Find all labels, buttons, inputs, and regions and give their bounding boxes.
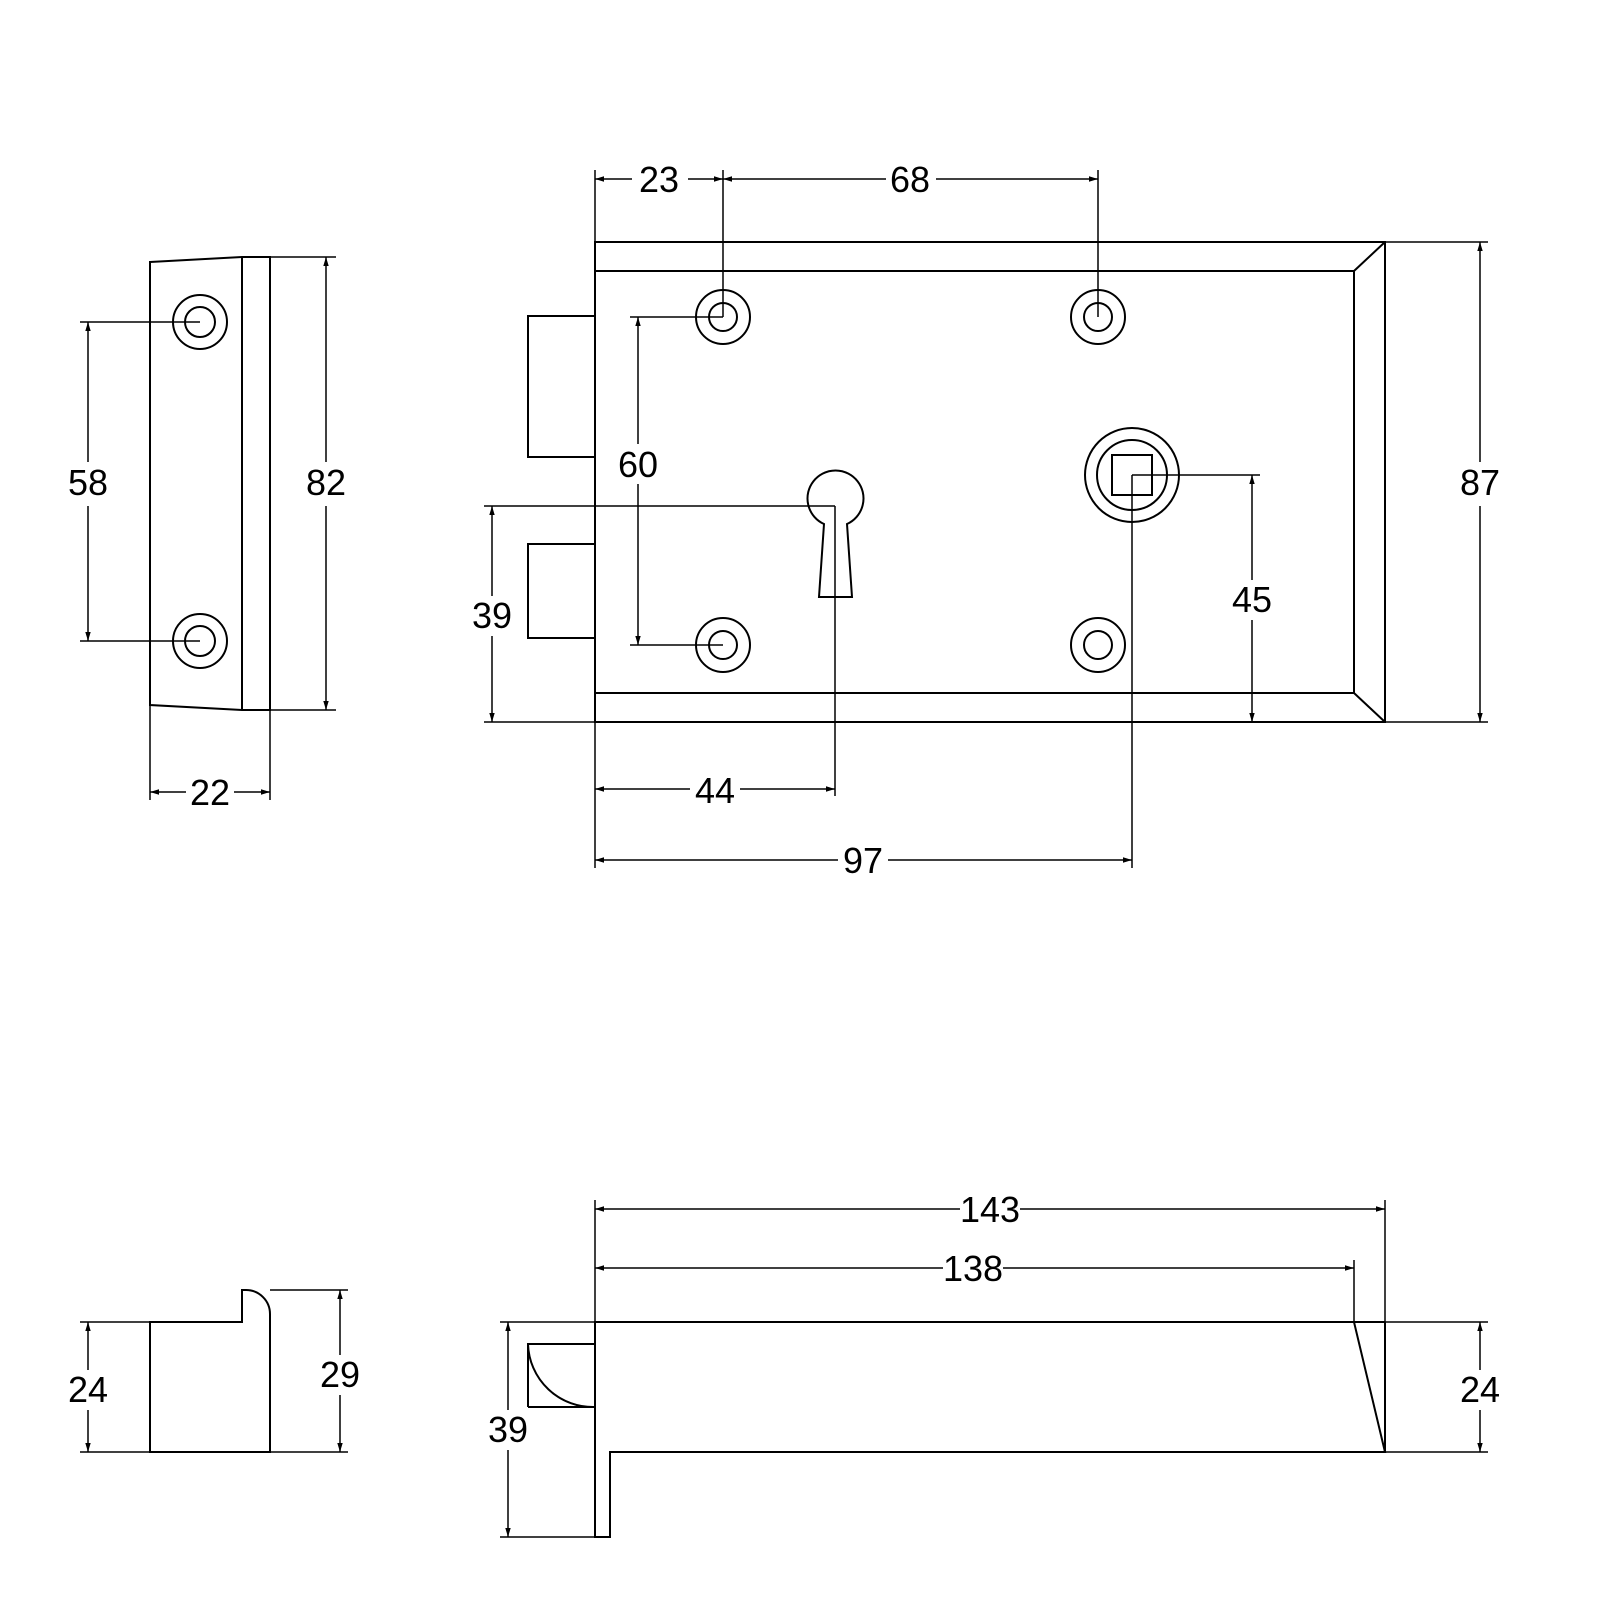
lock-keyhole-height-label: 39 (472, 595, 512, 636)
strike-width-label: 22 (190, 772, 230, 813)
lock-side-body-depth-label: 24 (1460, 1369, 1500, 1410)
latch-bolt-side (526, 1343, 596, 1409)
strike-body-depth-label: 24 (68, 1369, 108, 1410)
strike-plate-outline (149, 256, 271, 711)
lock-spindle-height-label: 45 (1232, 579, 1272, 620)
lock-fixing-hole-bottom-right (1070, 617, 1126, 673)
lock-side-outline (594, 1321, 1387, 1538)
strike-hole-spacing-label: 58 (68, 462, 108, 503)
strike-height-label: 82 (306, 462, 346, 503)
strike-plate-side-view: 24 29 (68, 1289, 360, 1453)
dead-bolt (527, 543, 596, 639)
lock-keyhole-offset-label: 44 (695, 770, 735, 811)
strike-overall-depth-label: 29 (320, 1354, 360, 1395)
strike-side-outline (149, 1289, 271, 1453)
lock-overall-length-label: 143 (960, 1189, 1020, 1230)
lock-fix-vertical-label: 60 (618, 444, 658, 485)
lock-overall-height-label: 87 (1460, 462, 1500, 503)
lock-case-outline (594, 241, 1386, 723)
latch-bolt (527, 315, 596, 458)
lock-case-inner-panel (594, 270, 1355, 694)
lock-spindle-offset-label: 97 (843, 840, 883, 881)
lock-fix-spacing-label: 68 (890, 159, 930, 200)
lock-body-length-label: 138 (943, 1248, 1003, 1289)
lock-body-front-view: 23 68 60 39 45 87 44 9 (472, 159, 1500, 881)
strike-plate-front-view: 58 82 22 (68, 256, 346, 813)
lock-fix-left-offset-label: 23 (639, 159, 679, 200)
lock-body-side-view: 143 138 39 24 (488, 1189, 1500, 1538)
lock-side-depth-with-bolt-label: 39 (488, 1409, 528, 1450)
